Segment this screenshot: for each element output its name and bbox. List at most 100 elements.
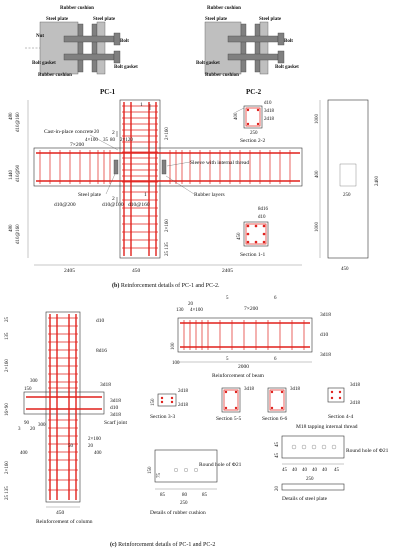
sec11-dim-450: 450 xyxy=(237,232,242,240)
col-dim-450: 450 xyxy=(56,510,65,516)
plate-dim-45-1: 45 xyxy=(282,468,288,473)
col-dim-2x100: 2×100 xyxy=(88,437,101,442)
pc1-bolt-head-upper xyxy=(113,32,121,46)
beam-dim-4x100: 4×100 xyxy=(190,308,203,313)
side-dim-400: 400 xyxy=(315,170,320,178)
side-dim-250: 250 xyxy=(343,193,351,198)
dim-1440: 1440 xyxy=(9,170,14,181)
pc2-rubber-cushion-bottom-label: Rubber cushion xyxy=(205,73,239,78)
sec22-d10: d10 xyxy=(264,101,272,106)
caption-c: (c) Reinforcement details of PC-1 and PC… xyxy=(110,541,215,548)
pc1-steel-plate-a xyxy=(77,23,84,73)
sec33-dim: 150 xyxy=(151,398,156,406)
column-c-outline xyxy=(45,311,81,503)
steel-plate-leader xyxy=(105,173,116,195)
sec22-2d18: 2d18 xyxy=(264,117,275,122)
sec66-top: 3d18 xyxy=(290,387,301,392)
side-dim-1000b: 1000 xyxy=(315,222,320,233)
col-dim-16x90: 16×90 xyxy=(5,403,10,416)
beam-dim-7x200: 7×200 xyxy=(244,306,258,312)
col-3d18a: 3d18 xyxy=(100,382,111,388)
cut-label-2: 2 xyxy=(112,130,115,136)
pc1-rubber-cushion-label: Rubber cushion xyxy=(60,6,94,11)
cushion-dim-80: 80 xyxy=(182,493,188,498)
beam-outline xyxy=(33,147,303,187)
joint-steel-plate-left xyxy=(113,159,119,175)
sec33-bot: 2d18 xyxy=(178,403,189,408)
plate-caption: Details of steel plate xyxy=(282,495,328,502)
beam-dim-2000: 2000 xyxy=(238,364,249,370)
section-2-2-drawing xyxy=(235,105,263,129)
cast-in-place-leader xyxy=(89,134,119,151)
col-dim-2x160: 2×160 xyxy=(5,359,10,372)
pc1-rubber-cushion-b xyxy=(96,21,106,75)
plate-dim-45a: 45 xyxy=(275,442,280,448)
column-caption: Reinforcement of column xyxy=(36,518,93,525)
cast-in-place-label: Cast-in-place concrete xyxy=(44,129,94,135)
dim-d10at200: d10@200 xyxy=(54,202,76,208)
sleeve-label: Sleeve with internal thread xyxy=(190,160,249,166)
sec55-top: 3d18 xyxy=(244,387,255,392)
cushion-dim-150: 150 xyxy=(148,466,153,474)
cut-label-1b: 1 xyxy=(144,192,147,198)
column-reinforcement xyxy=(23,311,105,503)
pc1-rubber-cushion-bottom-label: Rubber cushion xyxy=(38,73,72,78)
section-4-4-label: Section 4-4 xyxy=(328,414,353,420)
col-d10b: d10 xyxy=(110,405,119,411)
dim-4x100: 4×100 xyxy=(85,138,98,143)
sec33-top: 2d18 xyxy=(178,389,189,394)
sec22-3d18: 3d18 xyxy=(264,109,275,114)
col-dim-20b: 20 xyxy=(88,444,94,449)
dim-2x160b: 2×160 xyxy=(165,219,170,232)
plate-thread-label: M18 tapping internal thread xyxy=(296,424,358,430)
pc2-bolt-gasket-label: Bolt gasket xyxy=(196,61,220,66)
cushion-hole-label: Round hole of Φ21 xyxy=(199,461,242,468)
col-3d18b: 3d18 xyxy=(110,398,121,404)
cushion-caption: Details of rubber cushion xyxy=(150,509,206,516)
sec22-dim-400: 400 xyxy=(234,112,239,120)
dim-2x120: 2×120 xyxy=(120,138,133,143)
side-dim-450: 450 xyxy=(341,267,349,272)
sec11-d10: d10 xyxy=(258,215,266,220)
section-1-1-label: Section 1-1 xyxy=(240,252,265,258)
sec44-top: 3d18 xyxy=(350,383,361,388)
col-dim-25-135: 25 135 xyxy=(5,486,10,500)
pc2-bolt-head-upper xyxy=(277,32,285,46)
section-6-6-drawing xyxy=(267,387,287,413)
pc1-connection-detail xyxy=(25,21,121,75)
cushion-dim-250: 250 xyxy=(180,501,188,506)
pc1-bolt-lower xyxy=(63,53,115,61)
pc1-bolt-label: Bolt xyxy=(120,39,129,44)
beam-dim-100a: 100 xyxy=(171,342,176,350)
dim-d10at160c: d10@160 xyxy=(128,202,150,208)
dim-d10at160b: d10@160 xyxy=(16,224,21,244)
pc1-bolt-gasket-label-b: Bolt gasket xyxy=(114,65,138,70)
section-3-3-drawing xyxy=(157,393,177,407)
dim-2x160a: 2×160 xyxy=(165,127,170,140)
beam-dim-20: 20 xyxy=(188,302,194,307)
beam-dim-100b: 100 xyxy=(172,361,180,366)
side-elevation-opening xyxy=(339,163,357,187)
col-8d16: 8d16 xyxy=(96,348,107,354)
beam-reinforcement xyxy=(177,317,313,353)
section-2-2-label: Section 2-2 xyxy=(240,138,265,144)
plate-hole-label: Round hole of Φ21 xyxy=(346,447,389,454)
dim-2405b: 2405 xyxy=(222,268,233,274)
col-dim-90: 90 xyxy=(24,421,30,426)
beam-d10: d10 xyxy=(320,332,329,338)
pc2-steel-plate-a xyxy=(240,23,247,73)
plate-dim-45-2: 45 xyxy=(334,468,340,473)
pc1-bolt-gasket-label: Bolt gasket xyxy=(32,61,56,66)
beam-cut-5a: 5 xyxy=(226,296,229,301)
section-6-6-label: Section 6-6 xyxy=(262,416,287,422)
beam-3d18a: 3d18 xyxy=(320,312,331,318)
pc2-bolt-lower xyxy=(227,53,279,61)
dim-480b: 480 xyxy=(9,224,14,232)
beam-c-stirrups xyxy=(183,320,305,350)
pc1-steel-plate-label: Steel plate xyxy=(46,17,69,22)
cut-label-2b: 2 xyxy=(112,196,115,202)
section-5-5-label: Section 5-5 xyxy=(216,416,241,422)
caption-b: (b) Reinforcement details of PC-1 and PC… xyxy=(112,282,220,289)
beam-caption: Reinforcement of beam xyxy=(212,372,265,379)
